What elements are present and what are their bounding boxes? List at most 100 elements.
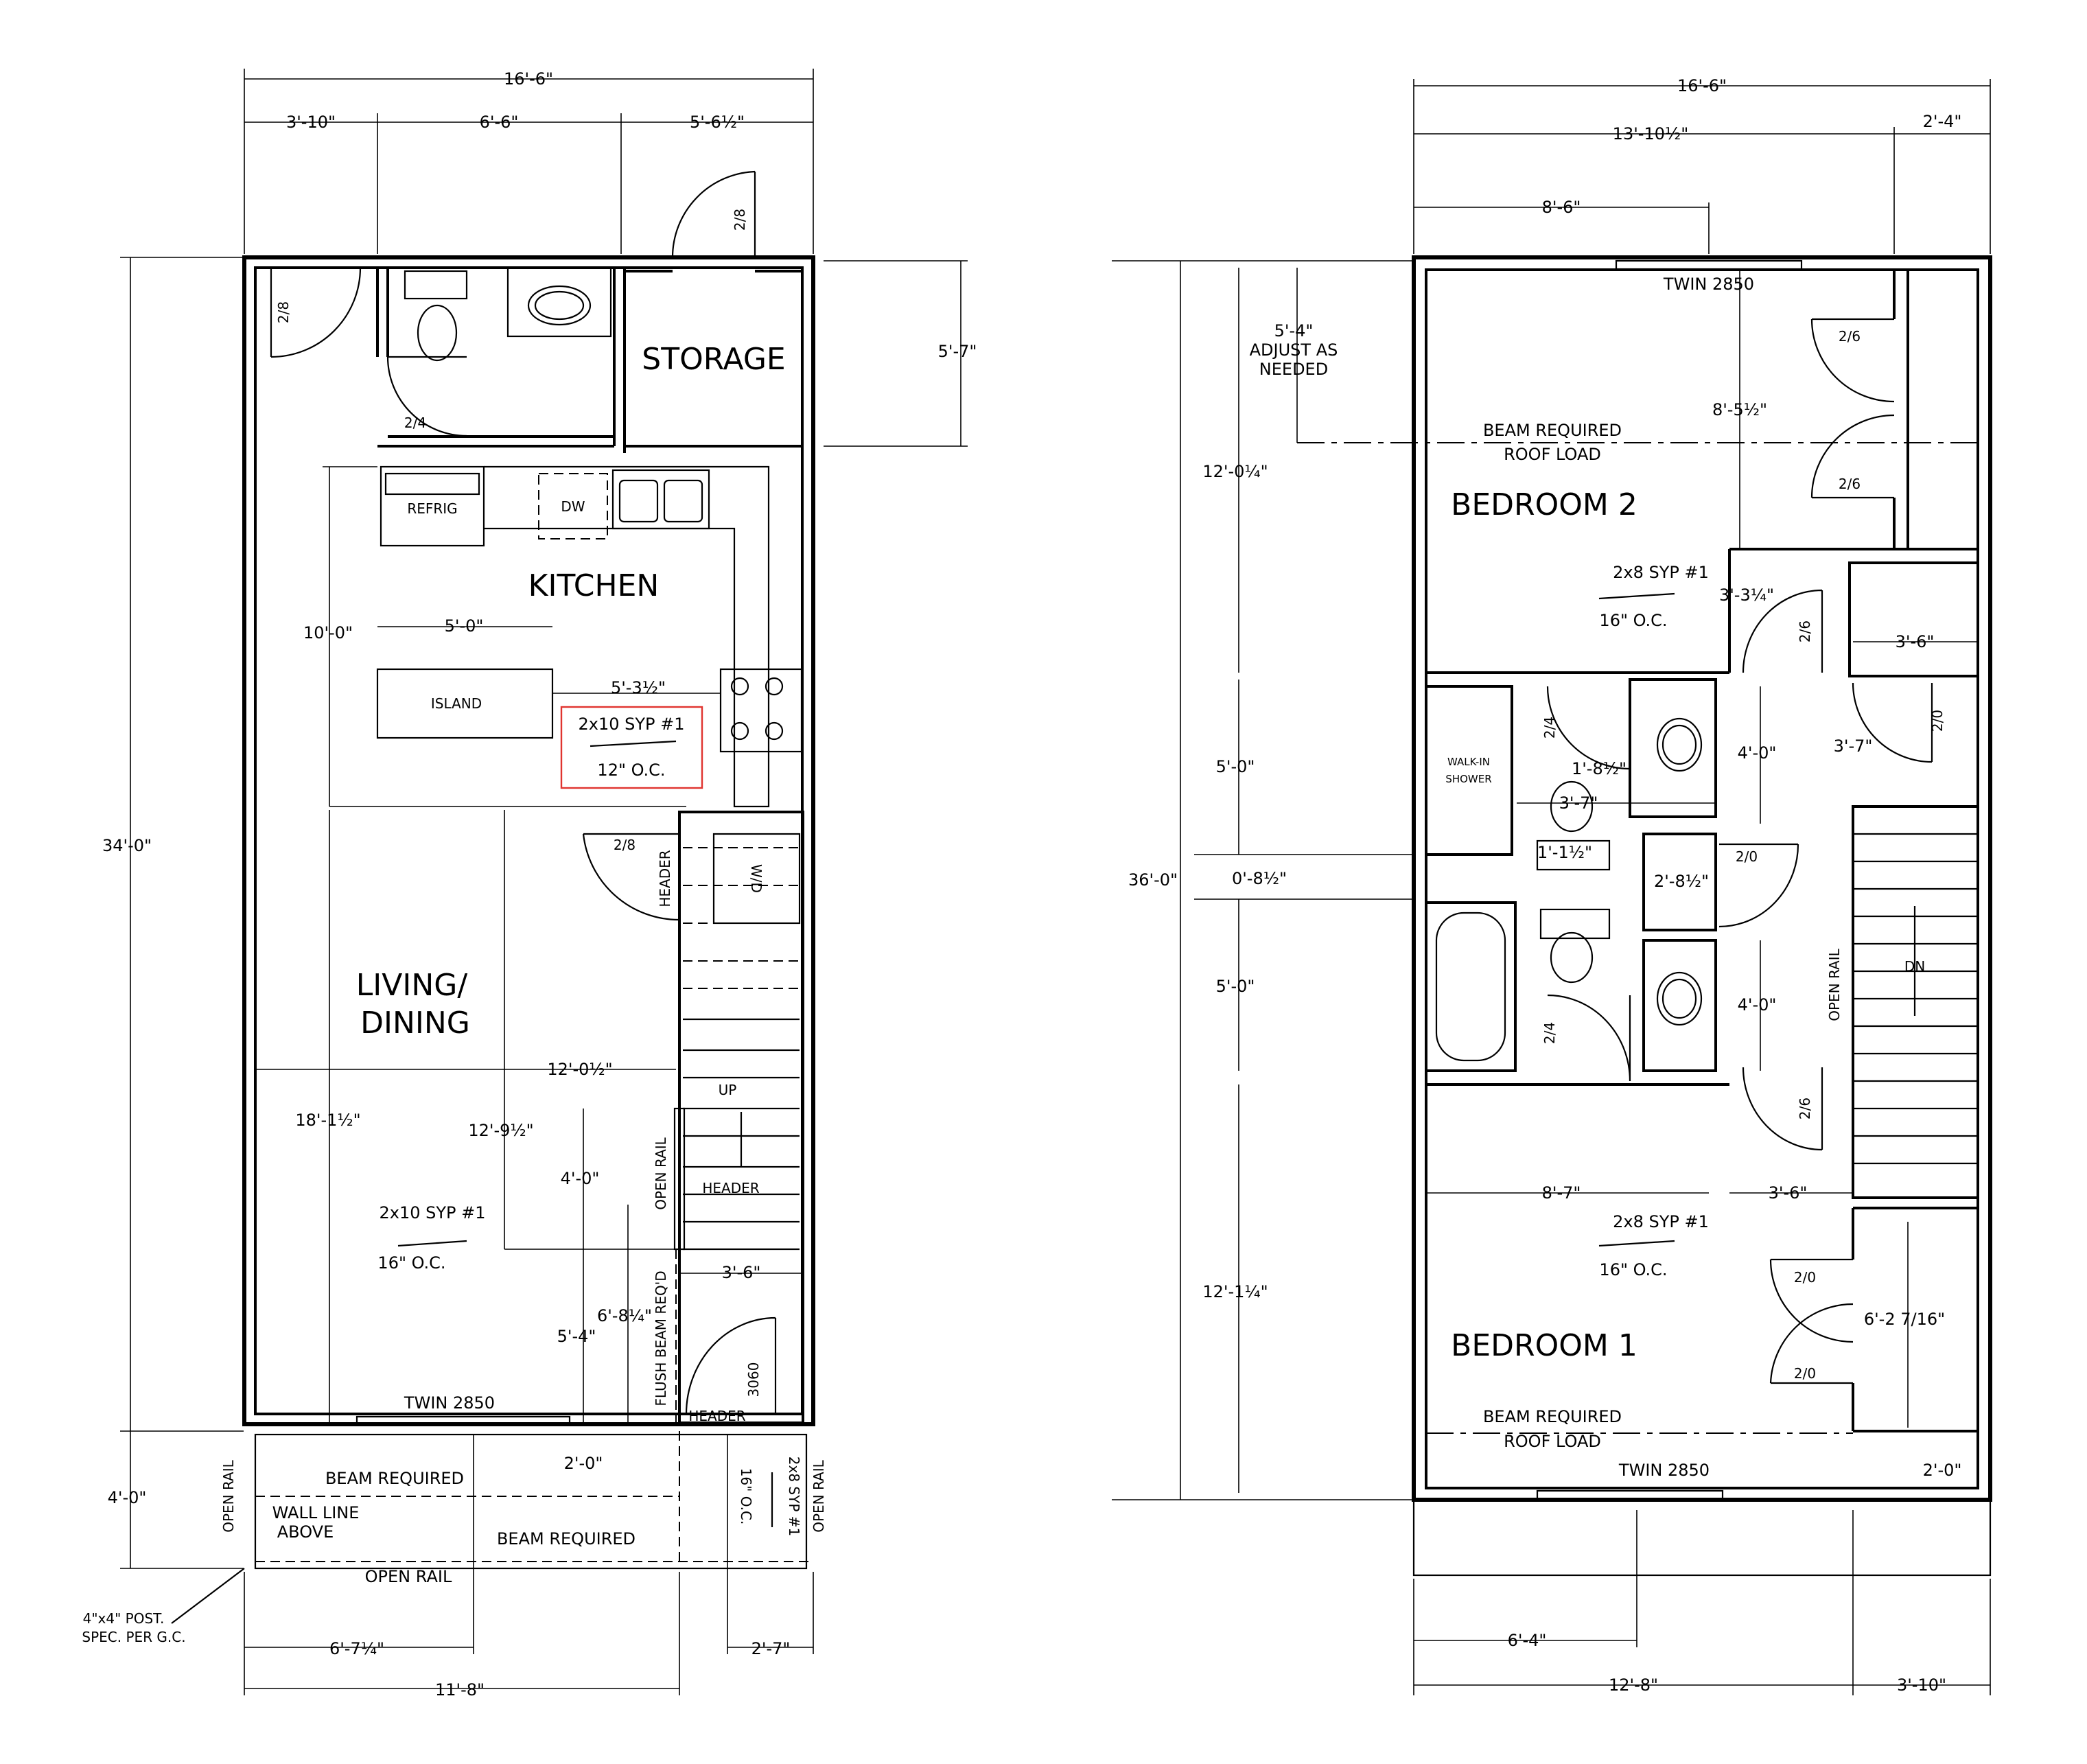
door-swing-2-0d — [1769, 1303, 1854, 1384]
door-swing-2-4b — [1547, 994, 1631, 1082]
dim-living-width: 12'-0½" — [547, 1060, 612, 1079]
dim-3-7a: 3'-7" — [1834, 736, 1873, 756]
dim-3-3: 3'-3¼" — [1719, 585, 1774, 605]
fixture-label-walkin-1: WALK-IN — [1447, 756, 1490, 768]
dim-second-seg-c: 8'-6" — [1542, 198, 1581, 217]
dim-6-8: 6'-8¼" — [597, 1306, 652, 1325]
note-header-3: HEADER — [688, 1408, 745, 1424]
door-swing-bed2-closet-b — [1810, 414, 1895, 499]
room-label-bedroom1: BEDROOM 1 — [1451, 1328, 1637, 1363]
dim-5-4: 5'-4" — [557, 1327, 596, 1346]
dim-stair-width: 3'-6" — [722, 1263, 761, 1282]
note-adjust-as: ADJUST AS — [1250, 340, 1338, 360]
hall-closet — [1642, 833, 1717, 931]
door-swing-bed2-closet-a — [1810, 318, 1895, 403]
window-twin-2850-first — [355, 1415, 571, 1426]
dim-2-8: 2'-8½" — [1654, 872, 1709, 891]
note-adjust-needed: NEEDED — [1259, 360, 1328, 379]
note-beam-2: BEAM REQUIRED — [1483, 1407, 1622, 1426]
fixture-label-dn: DN — [1904, 958, 1925, 975]
door-swing-2-8-entry — [270, 267, 362, 358]
note-joist-living-2: 16" O.C. — [377, 1253, 445, 1273]
door-label-2-6d: 2/6 — [1797, 1098, 1813, 1119]
note-joist-b2-1: 2x8 SYP #1 — [1613, 563, 1709, 582]
first-floor-plan: 16'-6" 3'-10" 6'-6" 5'-6½" 34'-0" 4'-0" … — [82, 69, 977, 1699]
note-joist-kitchen-1: 2x10 SYP #1 — [578, 715, 684, 734]
door-label-2-0a: 2/0 — [1736, 848, 1758, 865]
note-flush-beam: FLUSH BEAM REQ'D — [653, 1270, 669, 1406]
note-post-1: 4"x4" POST. — [83, 1610, 165, 1627]
fixture-label-up: UP — [719, 1082, 737, 1098]
stair-enclosure — [678, 811, 804, 1424]
note-adjust-dim: 5'-4" — [1274, 321, 1314, 340]
stair-open-rail — [673, 1107, 686, 1251]
upper-sink-icon — [1656, 717, 1703, 772]
dim-3-7b: 3'-7" — [1559, 793, 1598, 813]
dim-first-overall-depth: 34'-0" — [102, 836, 152, 855]
note-joist-kitchen-2: 12" O.C. — [597, 761, 665, 780]
porch-roof-outline — [1412, 1498, 1992, 1577]
upper-toilet-icon — [1550, 780, 1594, 833]
note-roof-1: ROOF LOAD — [1504, 445, 1601, 464]
door-label-2-0b: 2/0 — [1929, 710, 1946, 732]
note-joist-b1-2: 16" O.C. — [1599, 1260, 1667, 1279]
dim-storage-depth: 5'-7" — [938, 342, 977, 361]
note-beam-required-1: BEAM REQUIRED — [325, 1469, 464, 1488]
dim-4-0-first: 4'-0" — [561, 1169, 600, 1188]
door-label-2-6a: 2/6 — [1839, 328, 1861, 345]
dim-bed1-depth: 12'-1¼" — [1202, 1282, 1268, 1301]
note-porch-joist: 2x8 SYP #1 — [786, 1457, 802, 1536]
upper-vanity — [1629, 678, 1717, 818]
toilet-bowl-icon — [417, 304, 458, 362]
door-label-2-8-entry: 2/8 — [275, 301, 292, 323]
dim-first-seg-c: 5'-6½" — [690, 113, 745, 132]
second-floor-plan: 16'-6" 13'-10½" 2'-4" 8'-6" 36'-0" 12'-0… — [1112, 76, 1992, 1695]
linen-closet — [1848, 561, 1979, 677]
dim-8-7: 8'-7" — [1542, 1183, 1581, 1203]
door-label-3060: 3060 — [745, 1362, 762, 1397]
first-floor-interior-face — [254, 266, 804, 1415]
kitchen-counter — [484, 465, 770, 808]
dim-porch-2-0: 2'-0" — [564, 1454, 603, 1473]
door-swing-storage — [671, 170, 756, 258]
door-label-2-4b: 2/4 — [1541, 1022, 1558, 1044]
dim-living-depth: 18'-1½" — [295, 1111, 360, 1130]
dim-second-bottom-c: 3'-10" — [1897, 1675, 1946, 1695]
room-label-dining: DINING — [360, 1006, 470, 1041]
stair-down-enclosure — [1852, 805, 1979, 1199]
highlighted-joist-note — [560, 706, 703, 789]
dim-kitchen-depth: 10'-0" — [303, 623, 353, 642]
fixture-label-refrig: REFRIG — [407, 500, 457, 517]
dim-closet-depth: 8'-5½" — [1712, 400, 1767, 419]
room-label-bedroom2: BEDROOM 2 — [1451, 487, 1637, 522]
note-twin-top: TWIN 2850 — [1663, 275, 1754, 294]
dim-first-bottom-a: 6'-7¼" — [329, 1639, 384, 1658]
washer-dryer — [712, 833, 801, 925]
door-label-2-8-laundry: 2/8 — [614, 837, 636, 853]
dim-second-bottom-b: 12'-8" — [1609, 1675, 1658, 1695]
note-open-rail-second: OPEN RAIL — [1826, 948, 1843, 1021]
dim-first-overall-width: 16'-6" — [504, 69, 553, 89]
note-open-rail-right: OPEN RAIL — [811, 1459, 827, 1532]
note-open-rail-bottom: OPEN RAIL — [365, 1567, 452, 1586]
fixture-label-walkin-2: SHOWER — [1445, 773, 1491, 785]
door-swing-laundry — [582, 833, 680, 921]
note-open-rail-left: OPEN RAIL — [220, 1459, 237, 1532]
note-beam-required-2: BEAM REQUIRED — [497, 1529, 636, 1548]
door-swing-front — [685, 1316, 777, 1415]
dishwasher — [538, 473, 608, 539]
note-header-2: HEADER — [702, 1180, 759, 1196]
bathtub — [1425, 901, 1517, 1072]
fixture-label-dw: DW — [561, 498, 585, 515]
dim-6-2: 6'-2 7/16" — [1864, 1310, 1945, 1329]
vanity-counter — [506, 266, 612, 338]
door-label-2-4: 2/4 — [404, 415, 426, 431]
dim-second-bottom-a: 6'-4" — [1508, 1631, 1547, 1650]
door-swing-2-0b — [1852, 682, 1933, 763]
first-floor-left-dimensions: 34'-0" 4'-0" — [102, 257, 244, 1569]
dim-second-seg-b: 2'-4" — [1923, 112, 1962, 131]
dim-4-0a: 4'-0" — [1738, 743, 1777, 763]
dim-second-overall-width: 16'-6" — [1677, 76, 1727, 95]
dim-bed2-depth: 12'-0¼" — [1202, 462, 1268, 481]
